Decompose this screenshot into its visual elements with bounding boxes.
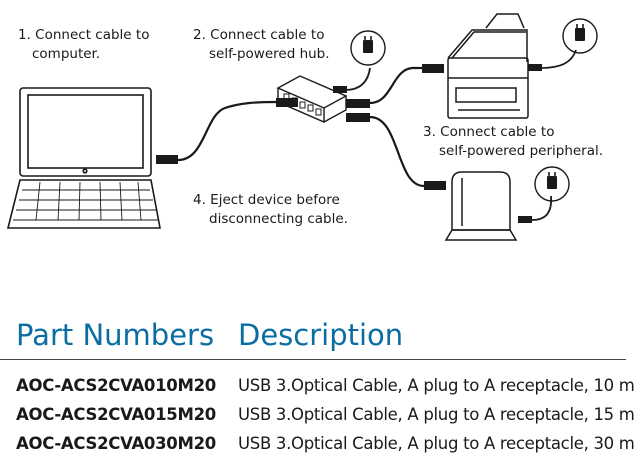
step-1-line-2: computer. [32,46,101,62]
step-1-label: 1. Connect cable to computer. [18,26,149,64]
step-3-label: 3. Connect cable to self-powered periphe… [423,123,603,161]
table-row: AOC-ACS2CVA010M20 USB 3.Optical Cable, A… [0,376,634,404]
power-plug-icon [562,18,598,54]
header-description: Description [238,318,404,352]
step-4-line-2: disconnecting cable. [209,211,348,227]
step-2-line-1: 2. Connect cable to [193,27,325,43]
cable-laptop-to-hub [156,98,298,164]
part-description: USB 3.Optical Cable, A plug to A recepta… [238,434,634,453]
laptop-icon [6,87,161,229]
connection-diagram [6,13,598,241]
external-drive-icon [444,171,518,241]
step-2-line-2: self-powered hub. [209,46,330,62]
table-row: AOC-ACS2CVA015M20 USB 3.Optical Cable, A… [0,405,634,433]
hub-power-cable [333,67,371,93]
printer-icon [447,13,529,119]
table-row: AOC-ACS2CVA030M20 USB 3.Optical Cable, A… [0,434,634,462]
power-plug-icon [534,166,570,202]
step-4-line-1: 4. Eject device before [193,192,340,208]
power-plug-icon [350,30,386,66]
cable-hub-to-drive [346,113,446,190]
usb-hub-icon [276,75,348,124]
step-3-line-1: 3. Connect cable to [423,124,555,140]
printer-power-cable [528,49,577,71]
header-part-numbers: Part Numbers [16,318,215,352]
part-number: AOC-ACS2CVA015M20 [16,405,216,424]
step-4-label: 4. Eject device before disconnecting cab… [193,191,348,229]
step-1-line-1: 1. Connect cable to [18,27,150,43]
cable-hub-to-printer [346,64,444,108]
part-description: USB 3.Optical Cable, A plug to A recepta… [238,405,634,424]
part-number: AOC-ACS2CVA030M20 [16,434,216,453]
step-2-label: 2. Connect cable to self-powered hub. [193,26,330,64]
step-3-line-2: self-powered peripheral. [439,143,604,159]
part-number: AOC-ACS2CVA010M20 [16,376,216,395]
header-divider [0,359,626,360]
part-description: USB 3.Optical Cable, A plug to A recepta… [238,376,634,395]
drive-power-cable [518,195,553,223]
